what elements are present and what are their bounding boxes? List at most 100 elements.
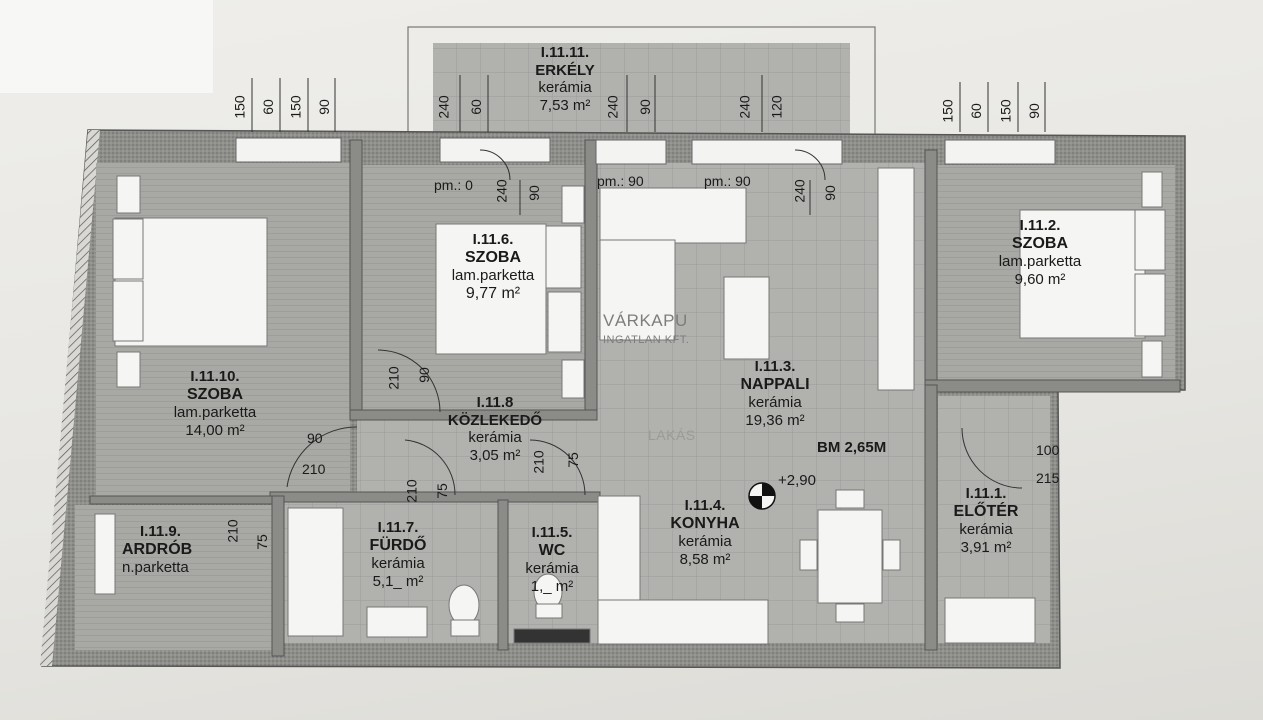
- room-label-szoba2: I.11.2. SZOBA lam.parketta 9,60 m²: [975, 217, 1105, 288]
- room-name: ERKÉLY: [535, 61, 595, 79]
- room-name: SZOBA: [465, 248, 521, 266]
- room-area: 8,58 m²: [679, 550, 731, 568]
- room-label-furdo: I.11.7. FÜRDŐ kerámia 5,1_ m²: [348, 519, 448, 590]
- room-floor: lam.parketta: [451, 267, 535, 285]
- level-marker-label: +2,90: [778, 472, 816, 489]
- room-label-szoba10: I.11.10. SZOBA lam.parketta 14,00 m²: [150, 368, 280, 439]
- room-area: 5,1_ m²: [372, 572, 424, 590]
- balcony-floor: [433, 43, 850, 135]
- dim-right-top-2: 60: [967, 103, 984, 119]
- room-code: I.11.8: [476, 394, 514, 411]
- insulation-hatch: [40, 130, 100, 666]
- pm-left: pm.: 0: [434, 177, 473, 193]
- dim-sill-left-1: 240: [493, 179, 510, 203]
- room-label-eloter: I.11.1. ELŐTÉR kerámia 3,91 m²: [936, 485, 1036, 556]
- dim-door-furdo-2: 75: [433, 483, 450, 499]
- room-code: I.11.9.: [140, 523, 181, 540]
- dim-door-gardrob-2: 75: [253, 534, 270, 550]
- dim-erkely-mid-2: 90: [636, 99, 653, 115]
- dim-door-szoba6-2: 90: [415, 367, 432, 383]
- room-code: I.11.6.: [472, 231, 514, 248]
- interior-walls: [89, 139, 1181, 657]
- room-code: I.11.10.: [190, 368, 240, 385]
- watermark-sub: INGATLAN KFT.: [603, 334, 690, 346]
- room-area: 3,05 m²: [469, 446, 521, 464]
- room-label-nappali: I.11.3. NAPPALI kerámia 19,36 m²: [700, 358, 850, 429]
- dim-right-top-1: 150: [939, 99, 956, 123]
- dim-door-furdo-1: 210: [403, 479, 420, 503]
- room-area: 3,91 m²: [960, 538, 1012, 556]
- windows: [235, 137, 1056, 165]
- level-marker-symbol: [748, 482, 776, 510]
- door-swings: [286, 149, 1023, 496]
- dim-sill-right-2: 90: [821, 185, 838, 201]
- room-floor: kerámia: [538, 79, 592, 97]
- dim-erkely-right-2: 120: [768, 95, 785, 119]
- room-code: I.11.7.: [377, 519, 419, 536]
- room-name: FÜRDŐ: [369, 536, 427, 554]
- room-floor: lam.parketta: [998, 253, 1082, 271]
- dim-door-eloter-1: 100: [1036, 442, 1060, 458]
- dim-left-top-2: 60: [259, 99, 276, 115]
- room-code: I.11.2.: [1019, 217, 1061, 234]
- room-code: I.11.3.: [754, 358, 796, 375]
- room-area: 9,77 m²: [465, 284, 521, 302]
- room-floor: n.parketta: [122, 559, 189, 577]
- wc-floor: [508, 500, 596, 643]
- room-code: I.11.11.: [540, 44, 590, 61]
- room-floor: kerámia: [468, 429, 522, 447]
- dim-sill-left-2: 90: [525, 185, 542, 201]
- room-area: 1,_ m²: [530, 577, 574, 595]
- room-name: WC: [538, 541, 566, 559]
- room-label-szoba6: I.11.6. SZOBA lam.parketta 9,77 m²: [430, 231, 556, 304]
- room-code: I.11.1.: [965, 485, 1007, 502]
- room-code: I.11.4.: [684, 497, 726, 514]
- room-label-kozlekedo: I.11.8 KÖZLEKEDŐ kerámia 3,05 m²: [420, 394, 570, 464]
- dim-sill-right-1: 240: [791, 179, 808, 203]
- room-name: SZOBA: [187, 385, 243, 403]
- dim-right-top-4: 90: [1025, 103, 1042, 119]
- dimension-lines: [251, 75, 1046, 215]
- dim-erkely-right-1: 240: [736, 95, 753, 119]
- dim-door-eloter-2: 215: [1036, 470, 1060, 486]
- room-area: 9,60 m²: [1014, 270, 1066, 288]
- room-area: 19,36 m²: [745, 411, 805, 429]
- room-name: KÖZLEKEDŐ: [447, 411, 543, 429]
- paper-cutout: [0, 0, 213, 93]
- dim-door-gardrob-1: 210: [224, 519, 241, 543]
- dim-door-szoba10-1: 90: [307, 430, 323, 446]
- room-area: 7,53 m²: [539, 96, 591, 114]
- room-floor: kerámia: [959, 521, 1013, 539]
- room-label-wc: I.11.5. WC kerámia 1,_ m²: [508, 524, 596, 595]
- room-floor: kerámia: [678, 533, 732, 551]
- room-label-erkely: I.11.11. ERKÉLY kerámia 7,53 m²: [500, 44, 630, 114]
- room-label-gardrob: I.11.9. ARDRÓB n.parketta: [122, 523, 222, 577]
- room-label-konyha: I.11.4. KONYHA kerámia 8,58 m²: [640, 497, 770, 568]
- ceiling-height: BM 2,65M: [817, 439, 887, 456]
- room-code: I.11.5.: [531, 524, 573, 541]
- room-name: NAPPALI: [740, 375, 810, 393]
- pm-right: pm.: 90: [704, 173, 751, 189]
- dim-door-szoba6-1: 210: [385, 366, 402, 390]
- dim-left-top-1: 150: [231, 95, 248, 119]
- pm-mid: pm.: 90: [597, 173, 644, 189]
- furniture: [94, 167, 1166, 645]
- room-floor: kerámia: [748, 394, 802, 412]
- dim-door-szoba10-2: 210: [302, 461, 326, 477]
- kozlekedo-floor: [357, 415, 595, 495]
- dim-right-top-3: 150: [997, 99, 1014, 123]
- watermark-faint: LAKÁS: [648, 427, 696, 443]
- room-name: SZOBA: [1012, 234, 1068, 252]
- room-name: ELŐTÉR: [953, 502, 1019, 520]
- room-name: KONYHA: [670, 514, 740, 532]
- dim-erkely-left-1: 240: [435, 95, 452, 119]
- dim-left-top-3: 150: [287, 95, 304, 119]
- room-floor: kerámia: [371, 555, 425, 573]
- watermark-main: VÁRKAPU: [603, 311, 688, 330]
- room-floor: lam.parketta: [173, 404, 257, 422]
- room-floor: kerámia: [525, 560, 579, 578]
- dim-left-top-4: 90: [315, 99, 332, 115]
- room-name: ARDRÓB: [122, 540, 193, 558]
- dim-erkely-left-2: 60: [467, 99, 484, 115]
